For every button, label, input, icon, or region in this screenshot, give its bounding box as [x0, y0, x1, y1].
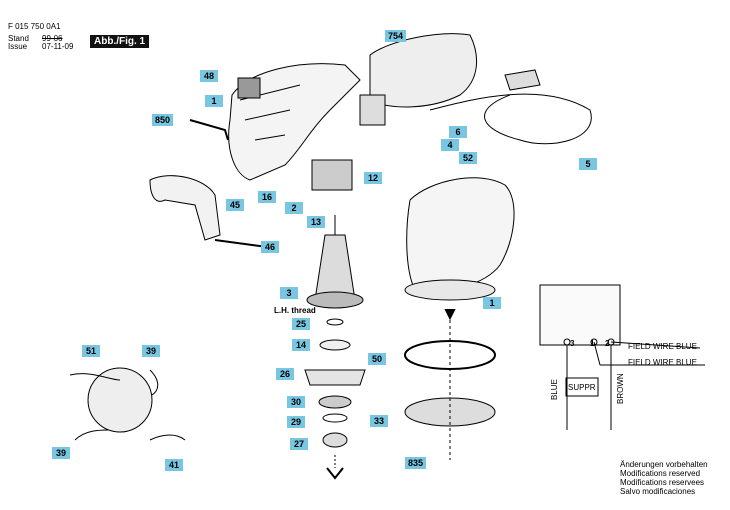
fan	[304, 369, 366, 386]
callout-6: 6	[449, 126, 467, 138]
callout-51: 51	[82, 345, 100, 357]
callout-5: 5	[579, 158, 597, 170]
callout-50: 50	[368, 353, 386, 365]
callout-29: 29	[287, 416, 305, 428]
callout-754: 754	[385, 30, 407, 42]
callout-33: 33	[370, 415, 388, 427]
issue-label: Issue	[8, 42, 28, 51]
terminal-1: 1	[590, 339, 595, 348]
callout-835: 835	[405, 457, 427, 469]
callout-25: 25	[292, 318, 310, 330]
document-number: F 015 750 0A1	[8, 22, 61, 31]
issue-date: 07-11-09	[42, 42, 74, 51]
callout-27: 27	[290, 438, 308, 450]
dust-bag	[369, 33, 478, 108]
callout-39b: 39	[52, 447, 70, 459]
callout-16: 16	[258, 191, 276, 203]
blue-wire-label: BLUE	[550, 379, 559, 400]
figure-badge: Abb./Fig. 1	[90, 35, 150, 48]
field-coil	[311, 159, 353, 191]
callout-39: 39	[142, 345, 160, 357]
callout-41: 41	[165, 459, 183, 471]
terminal-3: 3	[570, 339, 575, 348]
callout-1b: 1	[483, 297, 501, 309]
field-wire-bottom: FIELD WIRE BLUE	[628, 358, 697, 367]
suppressor-label: SUPPR	[568, 383, 596, 392]
brush-holder	[87, 367, 153, 433]
callout-12: 12	[364, 172, 382, 184]
callout-30: 30	[287, 396, 305, 408]
plug	[504, 69, 541, 91]
side-handle	[149, 175, 221, 241]
allen-key	[189, 119, 229, 141]
callout-46: 46	[261, 241, 279, 253]
callout-2: 2	[285, 202, 303, 214]
field-wire-top: FIELD WIRE BLUE	[628, 342, 697, 351]
callout-52: 52	[459, 152, 477, 164]
terminal-2: 2	[605, 339, 610, 348]
brown-wire-label: BROWN	[616, 373, 625, 404]
suppressor-box	[565, 377, 599, 397]
sander-body	[406, 177, 515, 292]
housing-upper	[228, 63, 361, 181]
note-de: Änderungen vorbehalten	[620, 460, 708, 469]
note-fr: Modifications reservees	[620, 478, 705, 487]
switch-module	[539, 284, 621, 346]
callout-26: 26	[276, 368, 294, 380]
callout-3: 3	[280, 287, 298, 299]
callout-13: 13	[307, 216, 325, 228]
callout-45: 45	[226, 199, 244, 211]
callout-850: 850	[152, 114, 174, 126]
old-issue-date: 99-06	[42, 34, 63, 43]
callout-48: 48	[200, 70, 218, 82]
callout-1: 1	[205, 95, 223, 107]
note-es: Salvo modificaciones	[620, 487, 696, 496]
stand-label: Stand	[8, 34, 29, 43]
lh-thread-label: L.H. thread	[274, 306, 316, 315]
armature	[314, 234, 356, 301]
callout-14: 14	[292, 339, 310, 351]
power-cable	[429, 93, 592, 145]
callout-4: 4	[441, 139, 459, 151]
vent-grille	[237, 77, 261, 99]
note-en: Modifications reserved	[620, 469, 701, 478]
